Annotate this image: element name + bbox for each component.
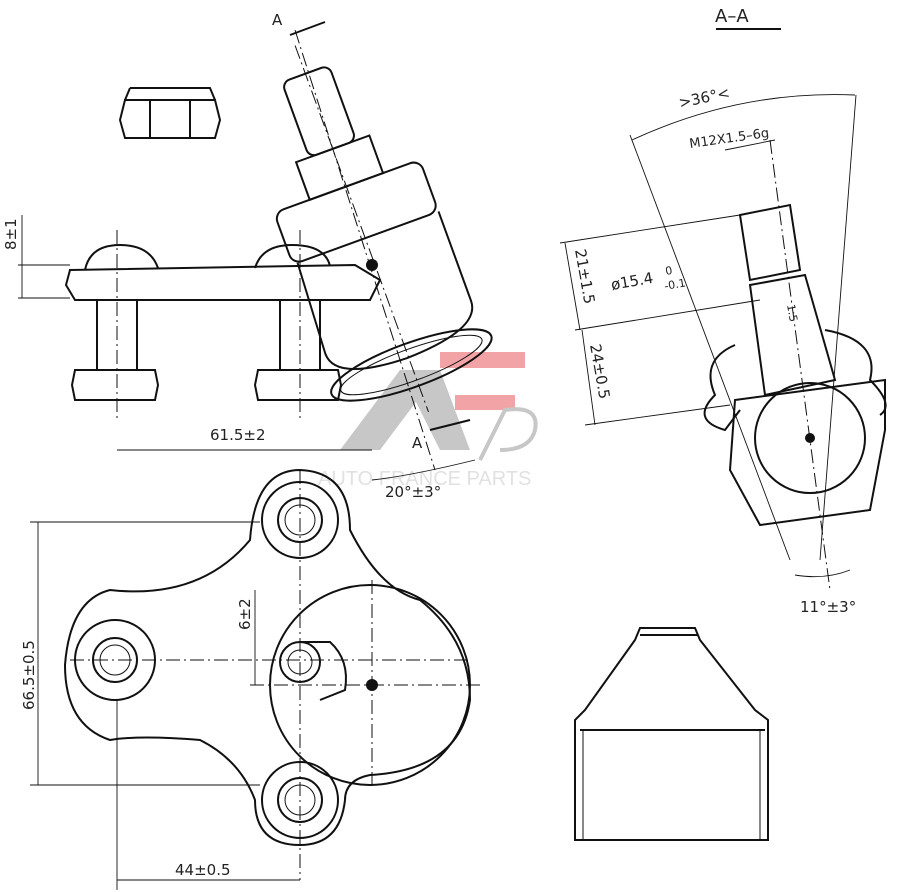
section-mark-top: A xyxy=(272,11,283,29)
side-view xyxy=(64,45,493,420)
dim-6: 6±2 xyxy=(236,598,254,630)
nut-view xyxy=(118,87,222,139)
boot-view xyxy=(574,627,769,841)
dim-66: 66.5±0.5 xyxy=(20,640,38,710)
section-mark-bottom: A xyxy=(412,434,423,452)
section-markers: A A xyxy=(272,11,471,471)
watermark-text: AUTO FRANCE PARTS xyxy=(318,468,531,490)
angle-11: 11°±3° xyxy=(800,598,856,616)
section-title: A–A xyxy=(715,6,749,27)
diameter-tol-upper: 0 xyxy=(664,264,673,278)
dim-8: 8±1 xyxy=(2,218,20,250)
dim-21: 21±1.5 xyxy=(571,248,598,306)
angle-20: 20°±3° xyxy=(385,483,441,501)
dim-61: 61.5±2 xyxy=(210,426,266,444)
taper-ratio: 1:5 xyxy=(784,303,800,323)
watermark-logo: AUTO FRANCE PARTS xyxy=(318,352,538,490)
diameter-tol-lower: -0.1 xyxy=(663,276,686,293)
section-view: >36°< M12X1.5–6g 21±1.5 24±0.5 ø15.4 0 -… xyxy=(559,84,887,616)
dim-44: 44±0.5 xyxy=(175,861,231,879)
thread-spec: M12X1.5–6g xyxy=(688,126,770,152)
top-view xyxy=(63,468,480,880)
diameter: ø15.4 xyxy=(610,269,655,294)
